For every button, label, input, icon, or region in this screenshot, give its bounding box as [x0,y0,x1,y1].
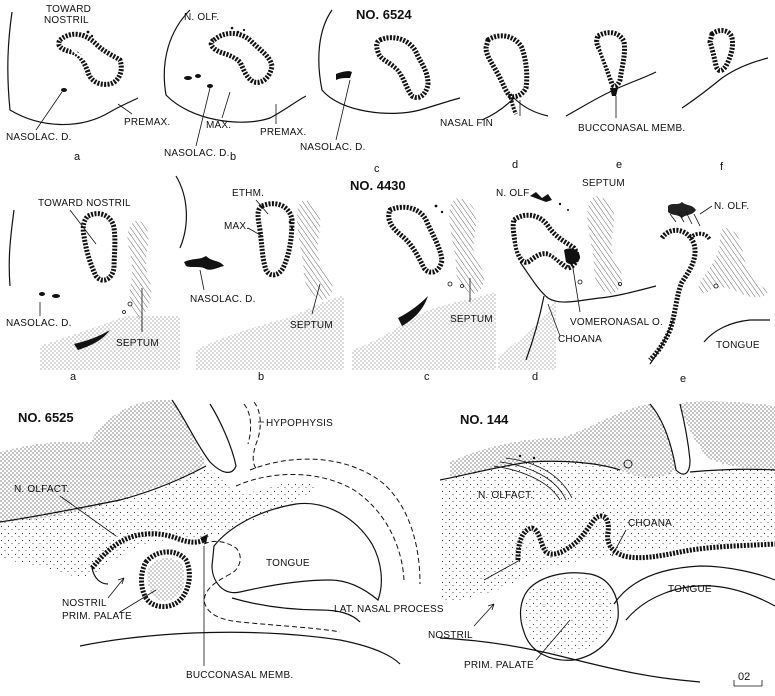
row2-d-septum-label: SEPTUM [582,178,625,189]
bottom-left-tongue-label: TONGUE [266,558,310,569]
row1-panel-a: TOWARD NOSTRIL NASOLAC. D. PREMAX. a [6,4,170,163]
bottom-left-nolfact-label: N. OLFACT. [14,484,69,495]
bottom-left-section: NO. 6525 HYPOPHYSIS N. OLFACT. T [0,399,444,681]
bottom-right-title: NO. 144 [460,412,509,427]
row1-c-nasolac-label: NASOLAC. D. [300,142,366,153]
bottom-right-scale-label: 02 [738,671,750,683]
row2-e-letter: e [680,373,686,385]
bottom-right-choana-label: CHOANA [628,518,672,529]
row2-d-nolf-label: N. OLF [496,188,529,199]
row1-panel-f: f [681,28,769,173]
bottom-right-primpalate-label: PRIM. PALATE [464,660,534,671]
row2-b-ethm-label: ETHM. [232,188,264,199]
row2-d-choana-label: CHOANA [558,334,602,345]
row1-panel-e: BUCCONASAL MEMB. e [565,30,685,171]
row1-b-premax-label: PREMAX. [260,127,306,138]
bottom-right-nostril-label: NOSTRIL [428,630,473,641]
bottom-left-hypophysis-label: HYPOPHYSIS [266,418,333,429]
row2-panel-c: SEPTUM c [352,198,496,383]
row2-d-letter: d [532,371,538,383]
row1-b-nolf-label: N. OLF. [184,12,219,23]
row1-a-toward-label-1: TOWARD [46,4,91,15]
row2-a-nasolac-label: NASOLAC. D. [6,318,72,329]
row1-b-letter: b [230,151,236,163]
bottom-right-tongue-label: TONGUE [668,584,712,595]
bottom-left-title: NO. 6525 [18,410,74,425]
bottom-right-section: NO. 144 N. OLFACT. CHOANA TONGUE NOSTRIL… [428,400,775,687]
row1-a-letter: a [74,151,81,163]
row2-d-vomeronasal-label: VOMERONASAL O. [570,317,663,328]
row1-b-nasolac-label: NASOLAC. D. [164,148,230,159]
row2-panel-a: TOWARD NOSTRIL NASOLAC. D. SEPTUM a [6,198,180,383]
row1-a-nasolac-label: NASOLAC. D. [6,132,72,143]
row2-panel-e: N. OLF. TONGUE e [648,201,770,385]
row1-e-letter: e [616,159,622,171]
row2-e-tongue-label: TONGUE [716,340,760,351]
row2-a-toward-label: TOWARD NOSTRIL [38,198,131,209]
row2-c-septum-label: SEPTUM [450,314,493,325]
row2-a-septum-label: SEPTUM [116,338,159,349]
bottom-left-nostril-label: NOSTRIL [62,598,107,609]
row1-f-letter: f [720,161,724,173]
row2-b-max-label: MAX. [224,221,249,232]
row2-b-nasolac-label: NASOLAC. D. [190,294,256,305]
row1-title: NO. 6524 [356,7,412,22]
row1-panel-c: NASOLAC. D. c [300,9,461,175]
row2-e-nolf-label: N. OLF. [714,201,749,212]
bottom-left-latnasal-label: LAT. NASAL PROCESS [334,604,444,615]
row1-panel-d: NASAL FIN d [440,33,549,171]
row2-a-letter: a [70,371,77,383]
row1-a-premax-label: PREMAX. [124,117,170,128]
row1-d-letter: d [512,159,518,171]
row2-b-septum-label: SEPTUM [290,320,333,331]
row2-b-letter: b [258,371,264,383]
bottom-left-primpalate-label: PRIM. PALATE [62,611,132,622]
row1-b-max-label: MAX. [206,120,231,131]
row2-panel-d: N. OLF SEPTUM VOMERONASAL O. CHOANA d [496,178,663,383]
row2-title: NO. 4430 [350,178,406,193]
row1-panel-b: N. OLF. MAX. PREMAX. NASOLAC. D. b [163,9,307,163]
row1-e-bucconasal-label: BUCCONASAL MEMB. [578,123,685,134]
row2-c-letter: c [424,371,430,383]
bottom-left-bucconasal-label: BUCCONASAL MEMB. [186,670,293,681]
bottom-right-nolfact-label: N. OLFACT. [478,490,533,501]
row1-a-toward-label-2: NOSTRIL [44,15,89,26]
row1-d-nasalfin-label: NASAL FIN [440,118,493,129]
row1-c-letter: c [374,163,380,175]
row2-panel-b: ETHM. MAX. NASOLAC. D. SEPTUM b [175,175,344,383]
